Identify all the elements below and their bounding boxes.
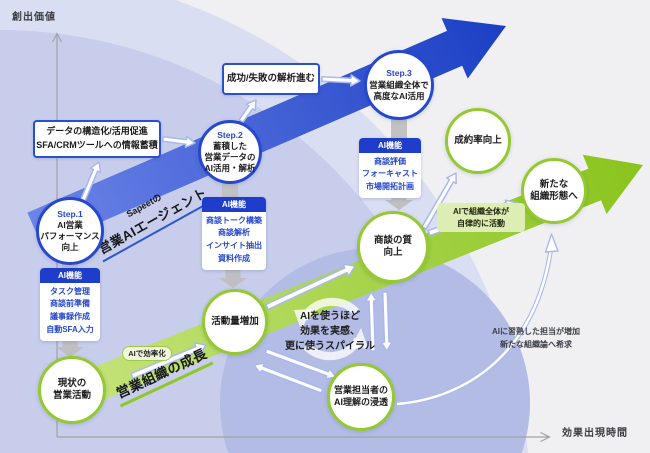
gray-flow-arrow — [56, 338, 84, 357]
node-activity-increase: 活動量増加 — [202, 289, 268, 355]
arrow-activity-understanding-cycle — [264, 348, 337, 380]
node-line: パフォーマンス — [40, 231, 100, 242]
arrow-step1-to-data-callout — [80, 161, 102, 202]
node-line: 営業活動 — [52, 390, 91, 401]
step1-label: Step.1 — [57, 208, 83, 219]
ai-feature-item: 自動SFA入力 — [46, 324, 94, 334]
efficiency-pill: AIで効率化 — [122, 346, 172, 361]
autonomy-line: 自律的に活動 — [457, 218, 505, 228]
step2-node: Step.2 蓄積した 営業データの AI活用・解析 — [198, 120, 262, 184]
arrow-understanding-to-neworg-curved — [544, 233, 559, 253]
spiral-line: AIを使うほど — [300, 311, 360, 322]
arrow-quality-understanding-cycle — [365, 291, 378, 352]
ai-feature-item: 商談前準備 — [50, 299, 90, 309]
spiral-note: AIを使うほど 効果を実感、 更に使うスパイラル — [272, 309, 388, 354]
ai-feature-item: タスク管理 — [50, 286, 90, 296]
arrow-current-to-activity — [130, 342, 207, 380]
node-line: AI営業 — [57, 220, 83, 231]
ai-features-list: 商談評価 フォーキャスト 市場開拓計画 — [359, 153, 421, 198]
node-line: 商談の質 — [373, 234, 412, 246]
y-axis-label: 創出価値 — [12, 12, 56, 23]
node-deal-quality: 商談の質 向上 — [357, 211, 429, 283]
node-line: 営業データの — [204, 152, 256, 163]
callout-line: 成功/失敗の解析進む — [226, 72, 316, 84]
ai-feature-item: 商談評価 — [374, 156, 406, 166]
ai-features-box-step3: AI機能 商談評価 フォーキャスト 市場開拓計画 — [359, 138, 421, 198]
node-line: 向上 — [61, 242, 79, 253]
node-line: 営業組織全体で — [369, 79, 429, 90]
mastery-line: 新たな組織論へ希求 — [500, 339, 572, 349]
ai-features-header: AI機能 — [40, 268, 100, 283]
ai-features-header: AI機能 — [202, 197, 266, 212]
node-line: 活動量増加 — [211, 315, 259, 327]
step2-label: Step.2 — [217, 129, 243, 140]
autonomy-pill: AIで組織全体が 自律的に活動 — [437, 203, 525, 233]
callout-line: データの構造化/活用促進 — [46, 126, 148, 137]
spiral-line: 更に使うスパイラル — [285, 341, 375, 352]
cycle-icon — [294, 309, 312, 330]
node-current-sales: 現状の 営業活動 — [38, 356, 106, 424]
ai-feature-item: 商談解析 — [218, 228, 250, 238]
arrow-quality-understanding-cycle — [380, 291, 393, 352]
node-ai-understanding: 営業担当者の AI理解の浸透 — [327, 363, 395, 431]
ai-features-box-step2: AI機能 商談トーク構築 商談解析 インサイト抽出 資料作成 — [202, 197, 266, 270]
gray-flow-arrow — [219, 268, 247, 288]
node-line: 現状の — [57, 377, 87, 389]
gray-connector — [222, 180, 238, 200]
mastery-line: AIに習熟した担当が増加 — [492, 327, 580, 336]
ai-feature-item: 商談トーク構築 — [206, 215, 262, 225]
gray-flow-arrow — [385, 196, 413, 210]
mastery-note: AIに習熟した担当が増加 新たな組織論へ希求 — [477, 326, 595, 352]
node-line: 蓄積した — [212, 141, 247, 152]
ai-feature-item: 資料作成 — [218, 253, 250, 263]
callout-line: SFA/CRMツールへの情報蓄積 — [36, 140, 158, 150]
ai-feature-item: 議事録作成 — [50, 312, 90, 322]
arrow-understanding-to-neworg-curved — [396, 247, 553, 406]
step1-node: Step.1 AI営業 パフォーマンス 向上 — [36, 197, 104, 265]
node-line: 営業担当者の — [333, 385, 388, 396]
node-line: AI理解の浸透 — [333, 397, 388, 407]
node-line: 向上 — [383, 247, 403, 258]
autonomy-line: AIで組織全体が — [453, 207, 509, 216]
spiral-line: 効果を実感、 — [300, 326, 360, 337]
ai-feature-item: インサイト抽出 — [206, 241, 262, 251]
step3-node: Step.3 営業組織全体で 高度なAI活用 — [364, 50, 434, 120]
ai-feature-item: フォーキャスト — [362, 169, 418, 179]
ai-features-box-step1: AI機能 タスク管理 商談前準備 議事録作成 自動SFA入力 — [40, 268, 100, 341]
ai-features-list: タスク管理 商談前準備 議事録作成 自動SFA入力 — [40, 283, 100, 341]
step3-label: Step.3 — [386, 68, 412, 79]
arrow-activity-understanding-cycle — [253, 362, 324, 394]
ai-features-header: AI機能 — [359, 138, 421, 153]
node-line: 高度なAI活用 — [373, 90, 425, 101]
node-new-org-form: 新たな 組織形態へ — [521, 158, 587, 224]
ai-feature-item: 市場開拓計画 — [366, 182, 414, 192]
node-close-rate: 成約率向上 — [445, 108, 511, 174]
x-axis-label: 効果出現時間 — [562, 428, 628, 439]
arrow-data-callout-to-step2 — [161, 135, 196, 149]
callout-data-structuring: データの構造化/活用促進 SFA/CRMツールへの情報蓄積 — [33, 120, 161, 158]
node-line: 新たな — [539, 178, 569, 190]
arrow-analysis-callout-to-step3 — [321, 74, 361, 87]
node-line: 成約率向上 — [454, 134, 502, 146]
ai-features-list: 商談トーク構築 商談解析 インサイト抽出 資料作成 — [202, 212, 266, 270]
cycle-icon — [350, 328, 368, 349]
callout-analysis-progress: 成功/失敗の解析進む — [222, 63, 320, 95]
x-axis — [57, 431, 551, 443]
arrow-step2-to-analysis-callout — [238, 99, 257, 124]
node-line: AI活用・解析 — [204, 163, 256, 174]
gray-connector — [391, 116, 407, 140]
arrow-activity-to-quality — [265, 263, 356, 311]
node-line: 組織形態へ — [530, 191, 578, 202]
arrow-quality-to-closerate — [421, 172, 457, 230]
